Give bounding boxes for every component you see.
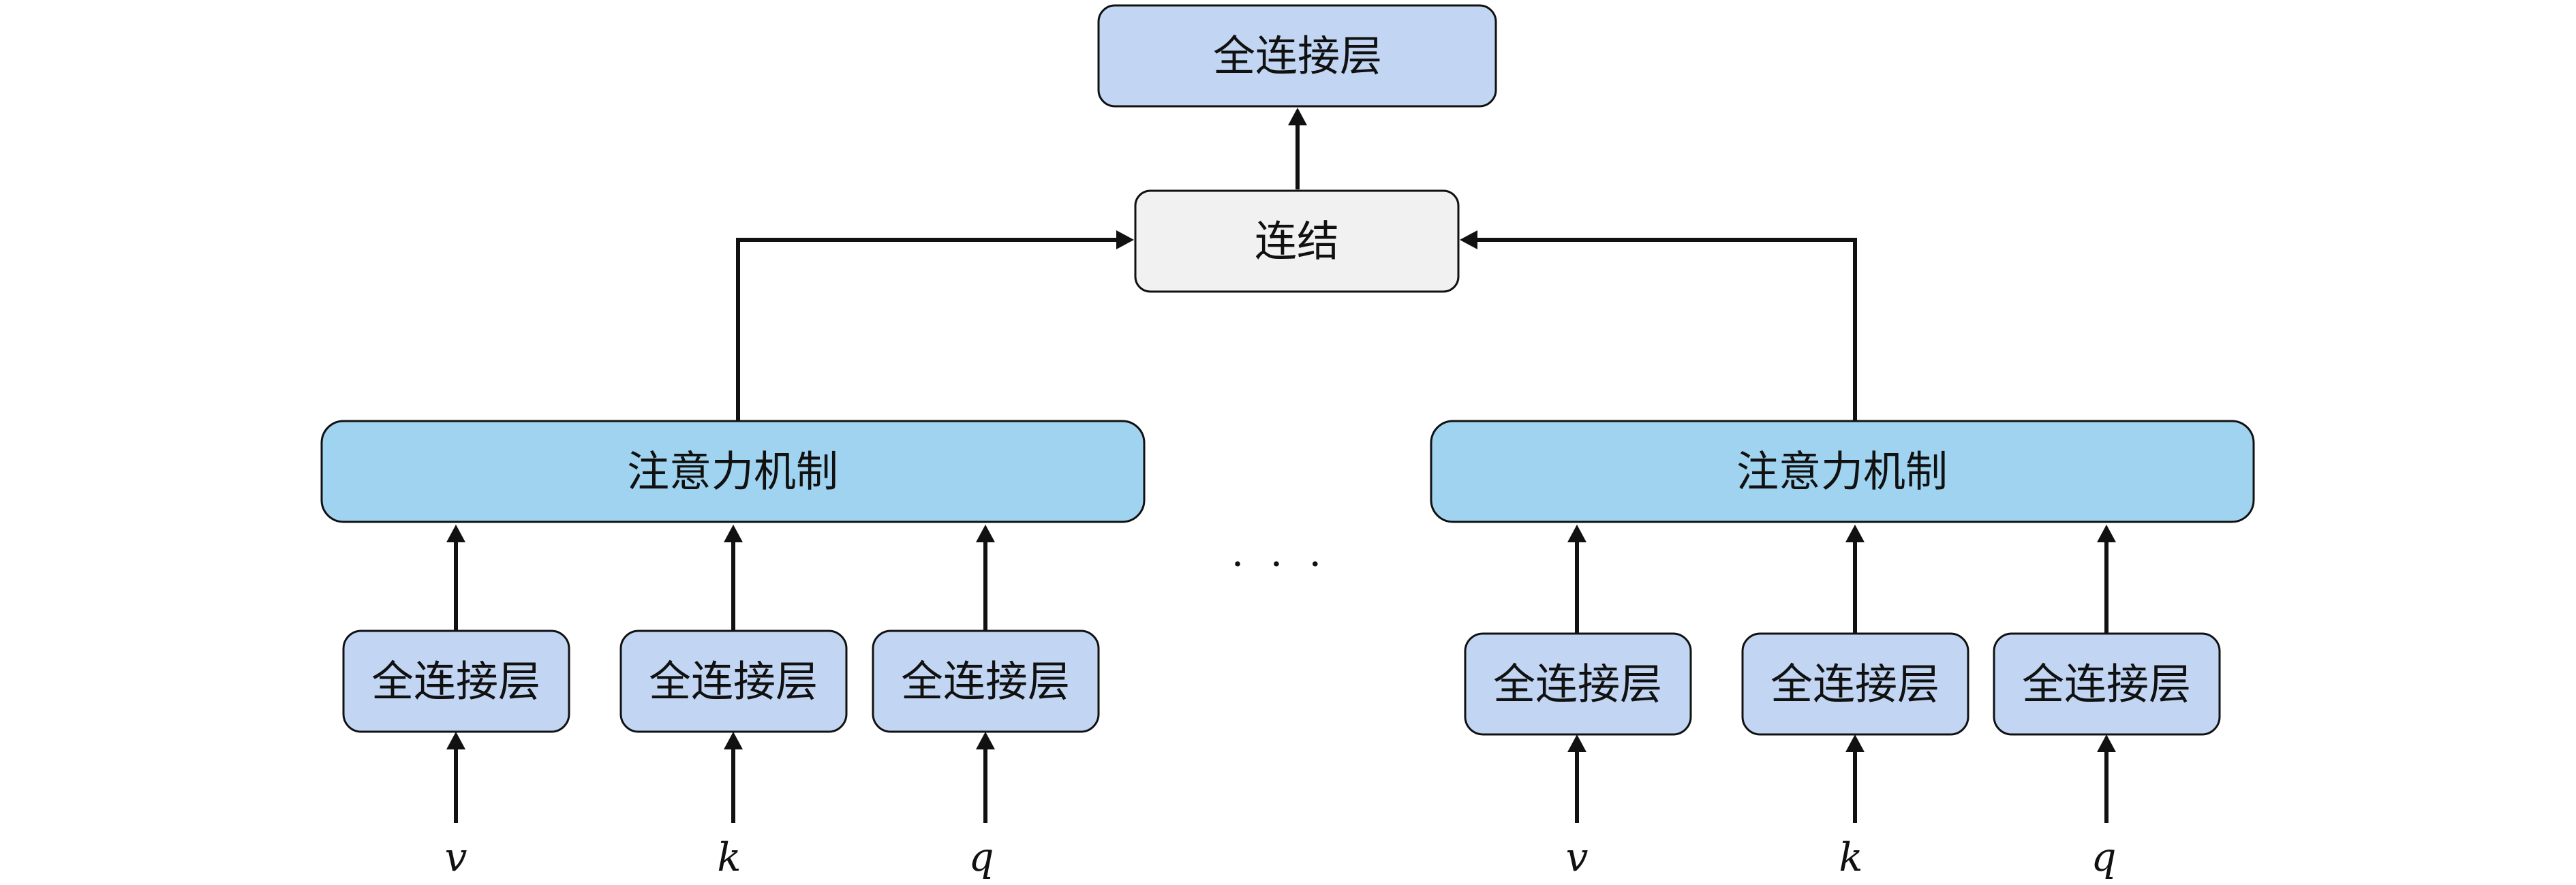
arrowhead: [446, 732, 465, 749]
edges: [446, 108, 2116, 823]
concat-box: [1134, 189, 1460, 293]
input-v: v: [445, 834, 467, 880]
fc-layer-box: [872, 630, 1100, 733]
input-k: k: [1839, 834, 1862, 880]
input-v: v: [1566, 834, 1589, 880]
edge-right-attention-to-concat: [1476, 238, 1857, 421]
arrowhead: [1845, 734, 1865, 752]
attention-head-1: 注意力机制 全连接层 全连接层 全连接层 v k q: [320, 420, 1146, 880]
arrowhead: [976, 525, 995, 542]
fc-layer-box: [1464, 632, 1692, 736]
arrowhead: [1288, 108, 1307, 125]
arrowhead: [1460, 230, 1477, 249]
fc-layer-label: 全连接层: [1770, 659, 1939, 709]
attention-label: 注意力机制: [1736, 447, 1948, 497]
fc-layer-label: 全连接层: [1493, 659, 1662, 709]
fc-layer-label: 全连接层: [901, 657, 1070, 707]
fc-layer-label: 全连接层: [2022, 659, 2191, 709]
attention-head-2: 注意力机制 全连接层 全连接层 全连接层 v k q: [1430, 420, 2255, 880]
arrowhead: [1116, 230, 1134, 249]
output-fc-label: 全连接层: [1213, 31, 1382, 81]
fc-layer-box: [619, 630, 848, 733]
arrowhead: [976, 732, 995, 749]
output-fc-layer: 全连接层: [1097, 4, 1497, 108]
arrowhead: [724, 525, 743, 542]
arrowhead: [1567, 734, 1586, 752]
edge-left-attention-to-concat: [736, 238, 1118, 421]
arrowhead: [2097, 734, 2116, 752]
fc-layer-box: [1741, 632, 1969, 736]
arrowhead: [724, 732, 743, 749]
fc-layer-box: [1993, 632, 2221, 736]
ellipsis: · · ·: [1231, 541, 1328, 587]
input-k: k: [717, 834, 741, 880]
arrowhead: [1845, 525, 1865, 542]
fc-layer-label: 全连接层: [371, 657, 540, 707]
output-fc-box: [1097, 4, 1497, 108]
fc-layer-label: 全连接层: [649, 657, 818, 707]
concat-label: 连结: [1255, 217, 1339, 266]
concat-node: 连结: [1134, 189, 1460, 293]
arrowhead: [1567, 525, 1586, 542]
input-q: q: [968, 834, 994, 880]
attention-box: [1430, 420, 2255, 523]
fc-layer-box: [342, 630, 570, 733]
attention-box: [320, 420, 1146, 523]
arrowhead: [2097, 525, 2116, 542]
input-q: q: [2091, 834, 2116, 880]
arrowhead: [446, 525, 465, 542]
attention-label: 注意力机制: [627, 447, 838, 497]
